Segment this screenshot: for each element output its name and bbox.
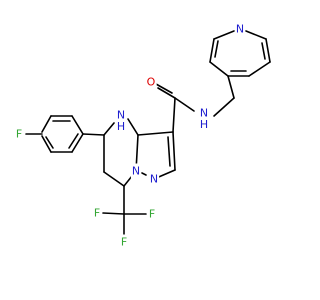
bond (167, 136, 171, 167)
bond (261, 42, 266, 60)
atom-label-background (14, 126, 24, 142)
bond (214, 40, 219, 58)
atom-n-pyridine: N (236, 23, 244, 36)
bond-lines (25, 30, 271, 238)
bond (155, 83, 173, 94)
bond (209, 38, 215, 63)
bond (227, 75, 235, 99)
atom-n-pyrazole-1: N (132, 165, 140, 178)
bond (71, 115, 84, 135)
bond (141, 172, 147, 176)
bond (209, 61, 229, 77)
bond (103, 122, 115, 136)
bond (71, 133, 84, 153)
bond (82, 133, 105, 136)
atom-label-background (119, 234, 129, 250)
bond (103, 171, 125, 187)
bond (41, 135, 52, 153)
bond (127, 118, 139, 136)
bond (172, 131, 176, 171)
atom-label-background (130, 163, 142, 179)
bond (213, 97, 235, 117)
atom-n-pyrazole-2: N (150, 173, 158, 186)
atom-label-background (234, 21, 246, 37)
bond (157, 87, 176, 99)
bond (245, 30, 267, 40)
atom-o-amide: O (147, 76, 156, 89)
atom-label-background (145, 74, 157, 90)
atom-label-background (148, 171, 160, 187)
bond (213, 30, 235, 40)
atom-f-cf3-right: F (149, 208, 155, 221)
bond (68, 133, 79, 149)
bond (41, 115, 52, 133)
bond (102, 212, 125, 215)
atom-label-background (147, 206, 157, 222)
bond (174, 97, 195, 112)
atom-label-background (92, 205, 102, 221)
bond (45, 136, 54, 149)
atom-f-cf3-bottom: F (121, 236, 127, 249)
bond (137, 131, 174, 136)
atom-label-background (115, 107, 127, 134)
bond (265, 38, 271, 63)
atom-f-aryl: F (16, 128, 22, 141)
bond (248, 61, 271, 77)
atom-label-background (198, 105, 210, 132)
bond (172, 97, 176, 133)
atom-f-cf3-left: F (94, 207, 100, 220)
